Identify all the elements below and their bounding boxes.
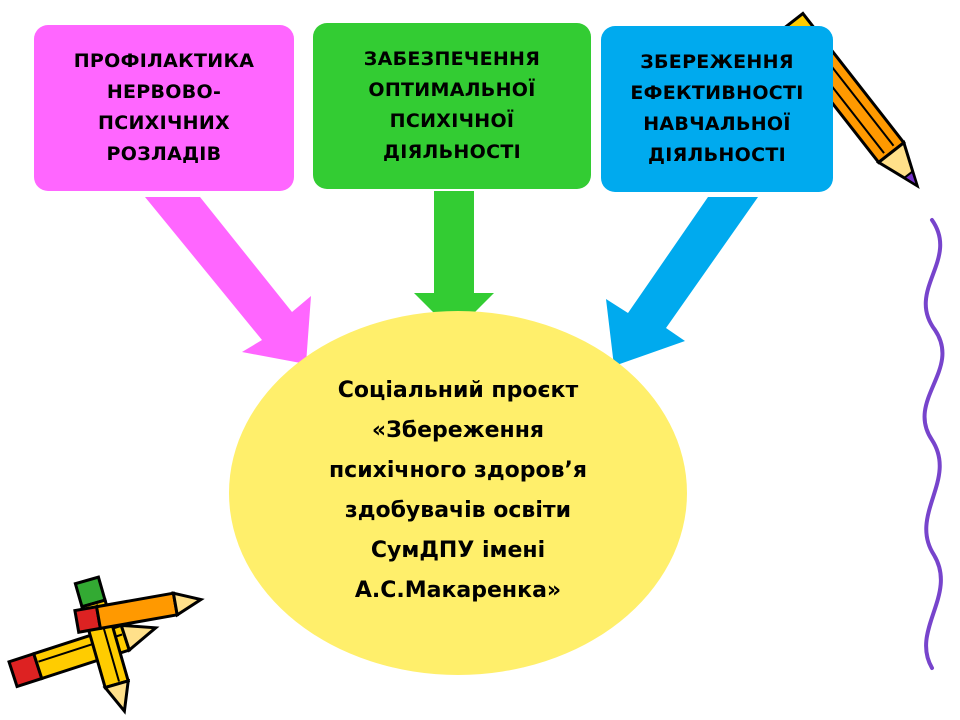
center-project-title: Соціальний проєкт «Збереження психічного… [329, 371, 587, 611]
box-optimal-activity-text: ЗАБЕЗПЕЧЕННЯ ОПТИМАЛЬНОЇ ПСИХІЧНОЇ ДІЯЛЬ… [364, 44, 540, 168]
box-prevention-text: ПРОФІЛАКТИКА НЕРВОВО- ПСИХІЧНИХ РОЗЛАДІВ [74, 46, 255, 170]
box-prevention: ПРОФІЛАКТИКА НЕРВОВО- ПСИХІЧНИХ РОЗЛАДІВ [34, 25, 294, 191]
center-ellipse: Соціальний проєкт «Збереження психічного… [229, 311, 687, 675]
box-educational-efficiency: ЗБЕРЕЖЕННЯ ЕФЕКТИВНОСТІ НАВЧАЛЬНОЇ ДІЯЛЬ… [601, 26, 833, 192]
arrow-left [145, 197, 311, 364]
box-optimal-activity: ЗАБЕЗПЕЧЕННЯ ОПТИМАЛЬНОЇ ПСИХІЧНОЇ ДІЯЛЬ… [313, 23, 591, 189]
box-educational-efficiency-text: ЗБЕРЕЖЕННЯ ЕФЕКТИВНОСТІ НАВЧАЛЬНОЇ ДІЯЛЬ… [630, 47, 803, 171]
arrow-right [606, 197, 758, 366]
